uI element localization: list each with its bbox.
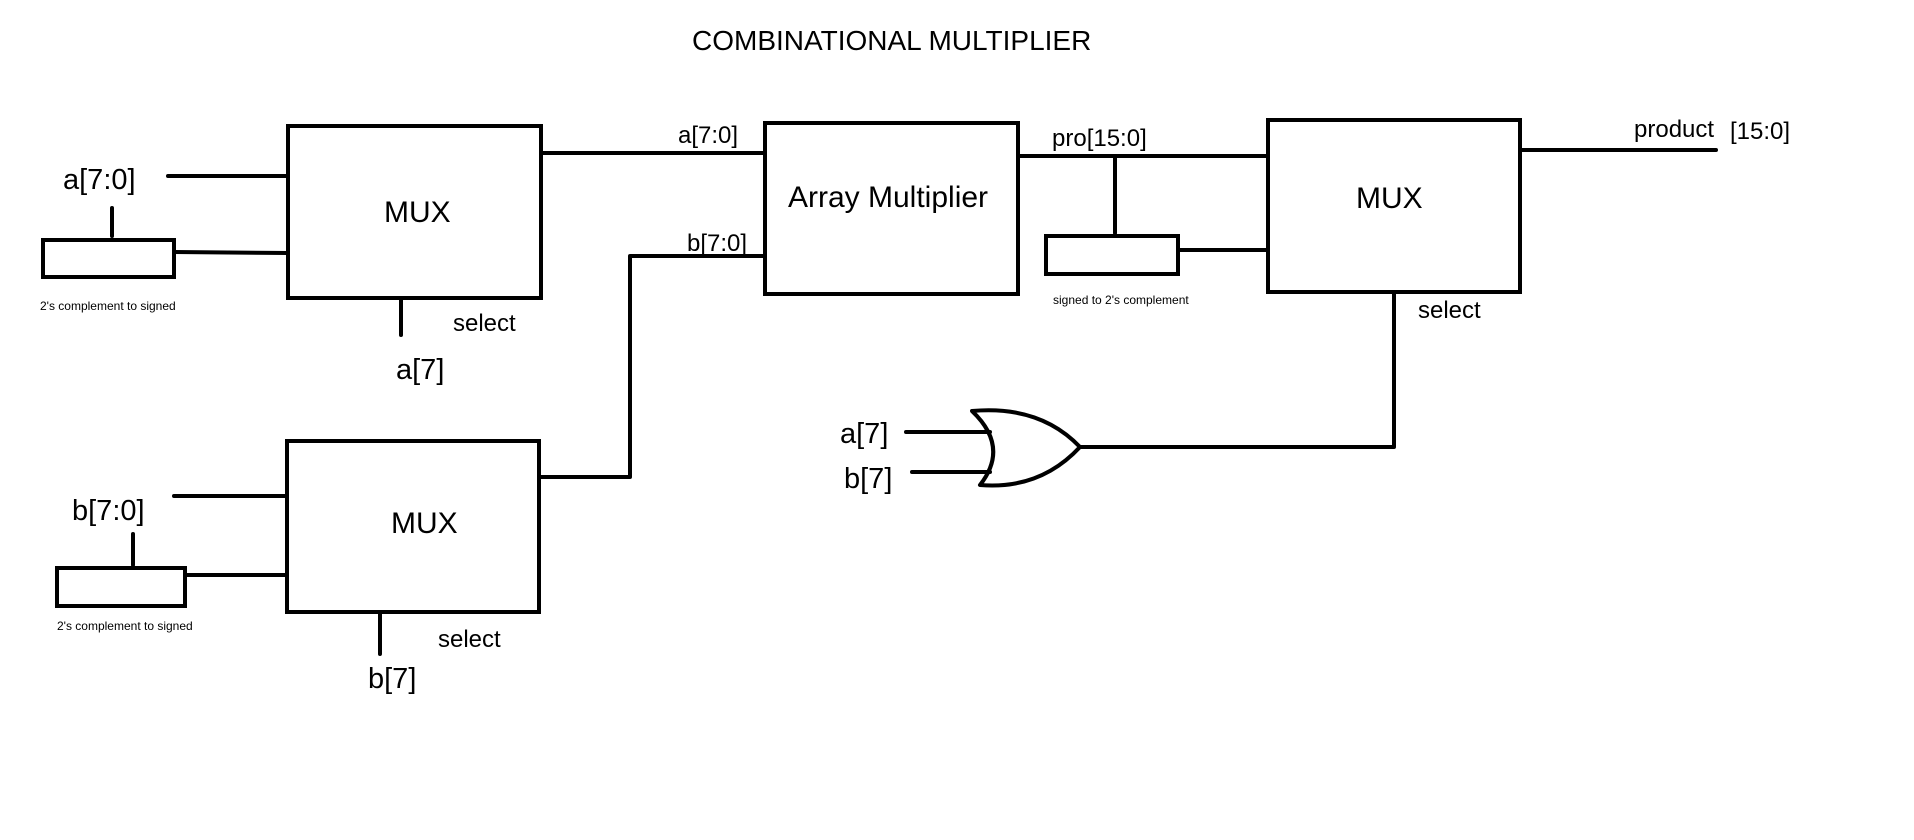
mux-a-select-label: select [453, 310, 516, 337]
mux-b-select-label: select [438, 626, 501, 653]
or-to-select-wire [1078, 290, 1396, 449]
mux-a-block [286, 124, 543, 300]
pro-converter-block [1044, 234, 1180, 276]
a7-select-label: a[7] [396, 354, 444, 386]
array-multiplier-block [763, 121, 1020, 296]
or-input-a-label: a[7] [840, 418, 888, 450]
b-converter-label: 2's complement to signed [57, 619, 193, 633]
multiplier-a-input-label: a[7:0] [678, 122, 738, 149]
pro-label: pro[15:0] [1052, 125, 1147, 152]
mux-out-block [1266, 118, 1522, 294]
mux-out-select-label: select [1418, 297, 1481, 324]
a-converter-block [41, 238, 176, 279]
a-input-label: a[7:0] [63, 164, 136, 196]
b7-select-label: b[7] [368, 663, 416, 695]
product-label: product [1634, 116, 1714, 143]
mux-b-label: MUX [391, 507, 458, 540]
mux-b-to-multiplier-wire [537, 254, 767, 479]
b-input-label: b[7:0] [72, 495, 145, 527]
or-input-b-label: b[7] [844, 463, 892, 495]
a-converter-label: 2's complement to signed [40, 299, 176, 313]
mux-a-label: MUX [384, 196, 451, 229]
pro-converter-label: signed to 2's complement [1053, 293, 1189, 307]
diagram-title: COMBINATIONAL MULTIPLIER [692, 25, 1091, 56]
product-width-label: [15:0] [1730, 118, 1790, 145]
array-multiplier-label: Array Multiplier [788, 181, 988, 214]
b-converter-block [55, 566, 187, 608]
a-converter-out-wire [172, 250, 290, 255]
multiplier-b-input-label: b[7:0] [687, 230, 747, 257]
or-gate [970, 408, 1082, 488]
mux-out-label: MUX [1356, 182, 1423, 215]
mux-b-block [285, 439, 541, 614]
